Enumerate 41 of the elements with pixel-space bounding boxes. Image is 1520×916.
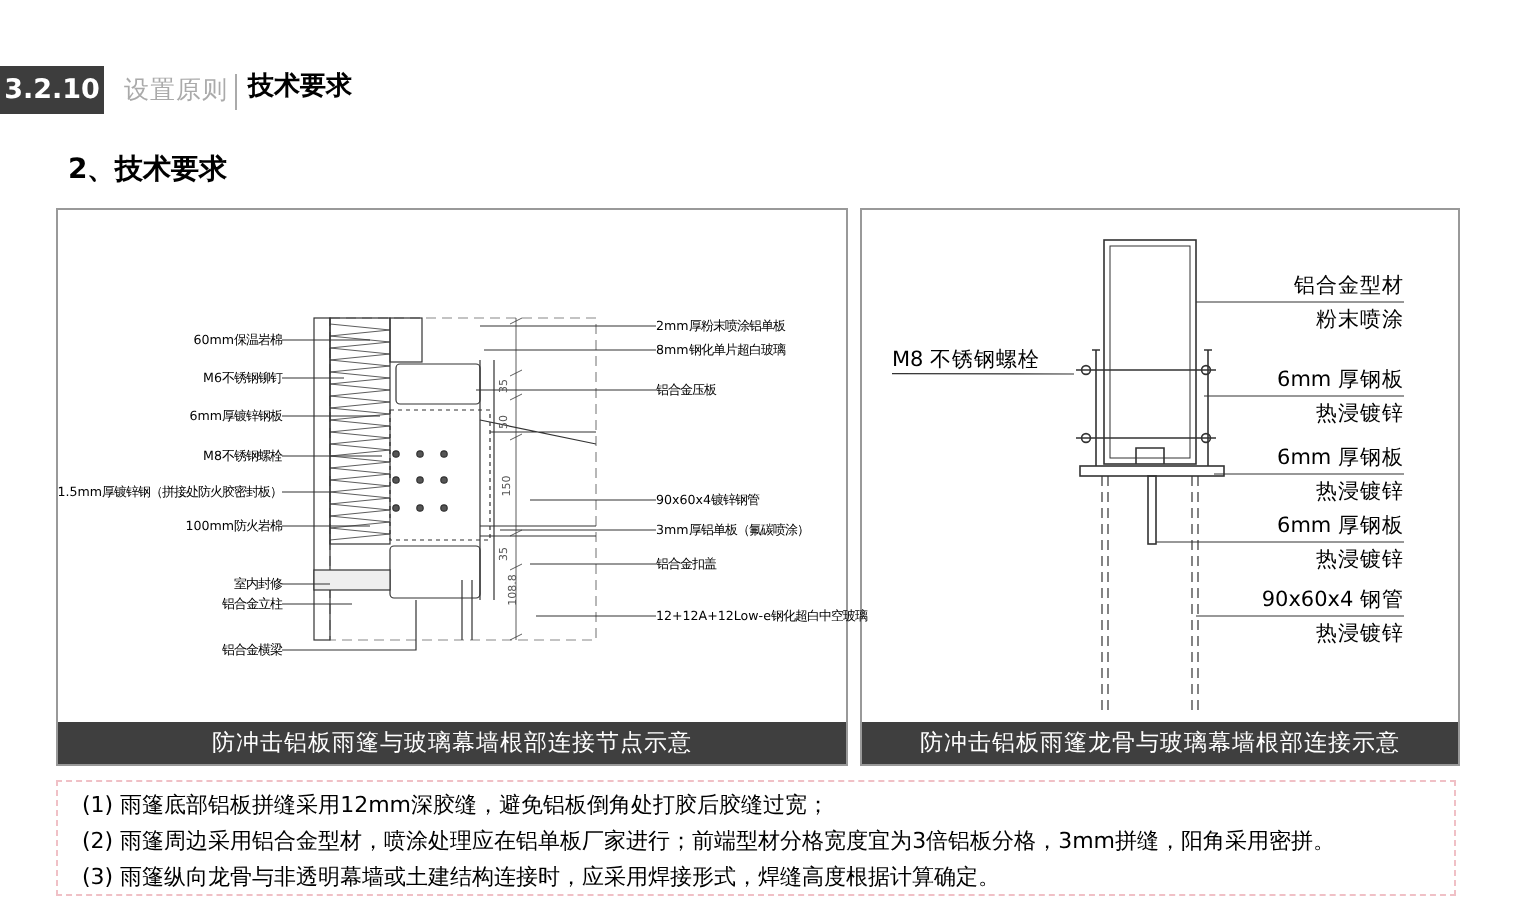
leader-line [499,529,657,531]
caption-bar: 防冲击铝板雨篷龙骨与玻璃幕墙根部连接示意 [862,722,1458,764]
leader-line [483,349,657,351]
leader-line [891,373,1075,375]
callout-label: 6mm 厚钢板 [1277,444,1404,474]
callout-label: 粉末喷涂 [1314,306,1404,336]
leader-line [281,415,381,417]
note-text: (1) 雨篷底部铝板拼缝采用12mm深胶缝，避免铝板倒角处打胶后胶缝过宽； [82,792,830,820]
leader-line [281,491,331,493]
leader-line [1213,473,1405,475]
leader-line [529,563,657,565]
caption-bar: 防冲击铝板雨篷与玻璃幕墙根部连接节点示意 [58,722,846,764]
section-number: 3.2.10 [0,66,104,114]
callout-label: 热浸镀锌 [1314,546,1404,576]
leader-line [281,377,345,379]
leader-line [281,583,331,585]
leader-line [1203,395,1405,397]
note-text: (3) 雨篷纵向龙骨与非透明幕墙或土建结构连接时，应采用焊接形式，焊缝高度根据计算确定。 [82,864,1001,892]
leader-line [475,389,657,391]
callout-label: M8 不锈钢螺栓 [892,350,1041,374]
leader-line [281,455,383,457]
callout-label: 6mm 厚钢板 [1277,366,1404,396]
callout-label: 6mm 厚钢板 [1277,512,1404,542]
leader-line [281,525,371,527]
callout-label: 热浸镀锌 [1314,478,1404,508]
callout-label: 热浸镀锌 [1314,400,1404,430]
leader-line [1155,541,1405,543]
header-text: 技术要求 [248,74,352,103]
callout-label: 90x60x4 钢管 [1261,586,1404,616]
leader-line [281,599,417,651]
section-heading: 2、技术要求 [68,156,228,187]
leader-line [535,615,657,617]
leader-line [479,325,657,327]
leader-line [529,499,657,501]
leader-line [1195,615,1405,617]
leader-line [1195,301,1405,303]
callout-label: 铝合金型材 [1294,272,1404,302]
leader-line [281,603,353,605]
note-text: (2) 雨篷周边采用铝合金型材，喷涂处理应在铝单板厂家进行；前端型材分格宽度宜为3倍铝板分格，3mm拼缝，阳角采用密拼。 [82,828,1336,856]
callout-label: 热浸镀锌 [1314,620,1404,650]
leader-line [281,339,371,341]
